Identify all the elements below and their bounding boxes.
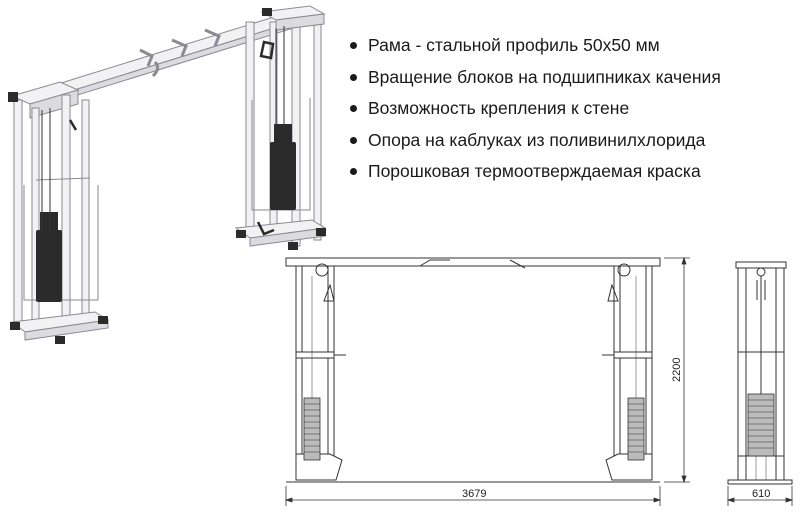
- pullup-handles-3d: [139, 28, 221, 78]
- bullet-icon: [350, 136, 357, 144]
- feature-item: Порошковая термоотверждаемая краска: [350, 156, 795, 188]
- cable-handles-3d: [68, 40, 275, 236]
- bullet-icon: [350, 168, 357, 175]
- dimension-width: [284, 486, 662, 506]
- feature-text: Возможность крепления к стене: [368, 98, 630, 118]
- feature-list: Рама - стальной профиль 50х50 мм Вращени…: [350, 30, 795, 188]
- feature-text: Опора на каблуках из поливинилхлорида: [368, 129, 706, 150]
- side-weight-stack: [747, 393, 775, 457]
- feature-text: Рама - стальной профиль 50х50 мм: [368, 35, 660, 55]
- feature-item: Возможность крепления к стене: [350, 93, 795, 125]
- cables-3d: [41, 26, 285, 232]
- width-label: 3679: [462, 488, 486, 500]
- dimension-depth: [726, 486, 794, 506]
- bullet-icon: [350, 105, 357, 112]
- feet-3d: [8, 8, 326, 344]
- bullet-icon: [350, 42, 357, 49]
- bullet-icon: [350, 73, 357, 81]
- feature-text: Порошковая термоотверждаемая краска: [368, 161, 701, 181]
- dimension-height: [664, 256, 690, 484]
- weight-stack-left-3d: [36, 212, 62, 302]
- feature-text: Вращение блоков на подшипниках качения: [368, 66, 721, 87]
- depth-label: 610: [752, 488, 770, 500]
- feature-item: Опора на каблуках из поливинилхлорида: [350, 125, 795, 157]
- height-label: 2200: [671, 358, 683, 382]
- feature-item: Рама - стальной профиль 50х50 мм: [350, 30, 795, 62]
- feature-item: Вращение блоков на подшипниках качения: [350, 62, 795, 94]
- weight-stack-right-3d: [270, 124, 296, 210]
